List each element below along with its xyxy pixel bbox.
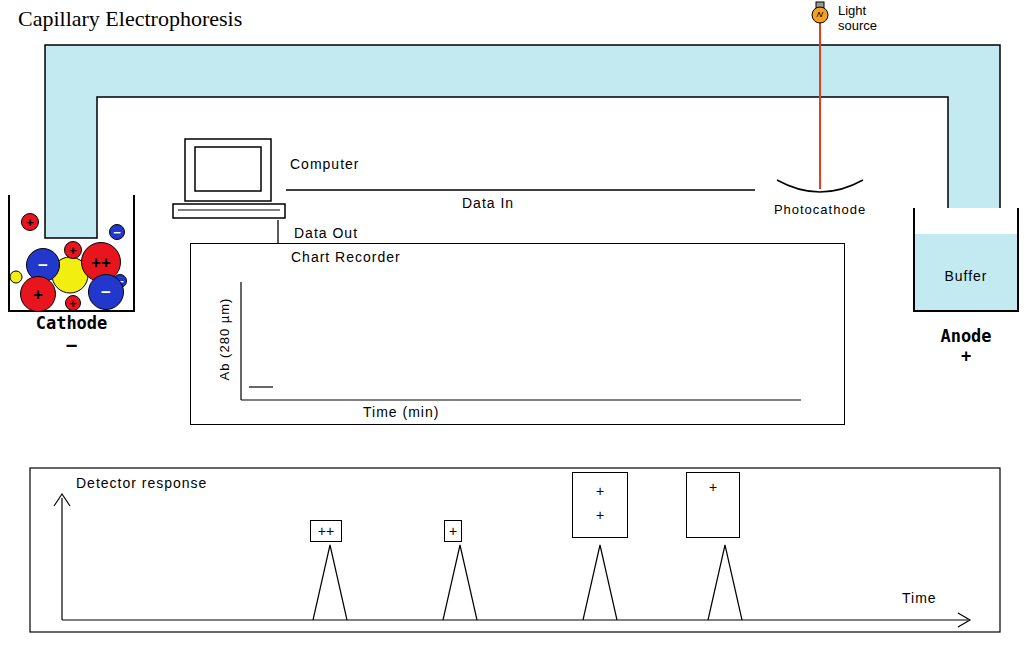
ion-charge: − <box>38 257 48 274</box>
electrode-label: Anode <box>915 326 1017 346</box>
ion-charge: + <box>69 244 77 257</box>
chart-title: Chart Recorder <box>291 249 401 265</box>
ion-charge: + <box>33 286 43 303</box>
axis-label: Time (min) <box>363 404 439 420</box>
cathode-reservoir: Cathode—+−+−++−++− <box>8 195 135 312</box>
keyboard-base <box>173 204 285 218</box>
peak <box>313 545 347 620</box>
ion-charge: ++ <box>91 254 111 271</box>
ion-circle: + <box>64 241 82 259</box>
capillary-tube <box>45 45 1000 265</box>
ion-charge: − <box>113 226 121 239</box>
charge-box: ++ <box>310 520 342 542</box>
ion-circle: + <box>21 213 39 231</box>
recorder-trace <box>249 386 273 387</box>
charge-box: + <box>686 472 740 538</box>
computer-icon-drawing <box>172 138 286 220</box>
y-axis <box>61 498 62 620</box>
charge-sign: + <box>709 479 717 495</box>
anode-reservoir: BufferAnode+ <box>913 208 1019 312</box>
electrode-label: Cathode <box>10 313 133 333</box>
ion-charge: − <box>101 284 111 301</box>
light-beam <box>819 22 821 189</box>
axis-label: Ab (280 µm) <box>217 298 232 381</box>
photocathode-curve <box>777 180 863 192</box>
computer-label: Computer <box>290 156 359 172</box>
data-line-stroke <box>277 220 278 243</box>
axis-label: Time <box>902 590 937 606</box>
electropherogram-frame <box>30 468 1000 632</box>
monitor <box>185 139 271 201</box>
diagram-title: Capillary Electrophoresis <box>18 6 242 32</box>
x-axis-arrow <box>958 613 970 627</box>
computer-icon: Computer <box>172 138 286 220</box>
charge-sign: ++ <box>318 523 334 539</box>
charge-sign: + <box>449 523 457 539</box>
keyboard-line <box>178 210 280 211</box>
electrode-label: — <box>10 335 133 355</box>
photocathode-arc <box>755 178 885 198</box>
screen <box>195 147 261 191</box>
edge-label: Data Out <box>292 225 360 241</box>
photocathode-label: Photocathode <box>755 202 885 217</box>
x-axis <box>62 619 968 620</box>
chart-recorder: Chart Recorder Ab (280 µm) Time (min) <box>190 243 845 425</box>
electrode-label: + <box>915 346 1017 366</box>
peak <box>443 545 477 620</box>
light-source-label: Light source <box>838 3 890 33</box>
ion-circle: − <box>88 274 124 310</box>
buffer-label: Buffer <box>915 268 1017 284</box>
data-line <box>286 190 755 191</box>
charge-box: + <box>444 520 462 542</box>
data-line <box>278 220 279 243</box>
ion-circle: + <box>65 295 81 311</box>
data-line-stroke <box>286 189 755 190</box>
charge-box: + + <box>572 472 628 538</box>
recorder-axes <box>191 244 843 423</box>
neutral-particle <box>10 271 22 283</box>
ion-circle: − <box>109 224 125 240</box>
bulb-filament <box>817 12 823 17</box>
ion-charge: + <box>26 216 34 229</box>
peak <box>583 545 617 620</box>
recorder-x-axis <box>241 399 801 400</box>
y-axis-arrow <box>54 494 70 506</box>
edge-label: Data In <box>460 195 516 211</box>
ion-circle: + <box>20 276 56 312</box>
photocathode: Photocathode <box>755 178 885 224</box>
peak <box>708 545 742 620</box>
axis-label: Detector response <box>76 475 207 491</box>
charge-sign: + + <box>594 479 606 527</box>
ion-charge: + <box>69 297 77 310</box>
recorder-y-axis <box>240 282 241 400</box>
light-bulb <box>812 7 828 23</box>
